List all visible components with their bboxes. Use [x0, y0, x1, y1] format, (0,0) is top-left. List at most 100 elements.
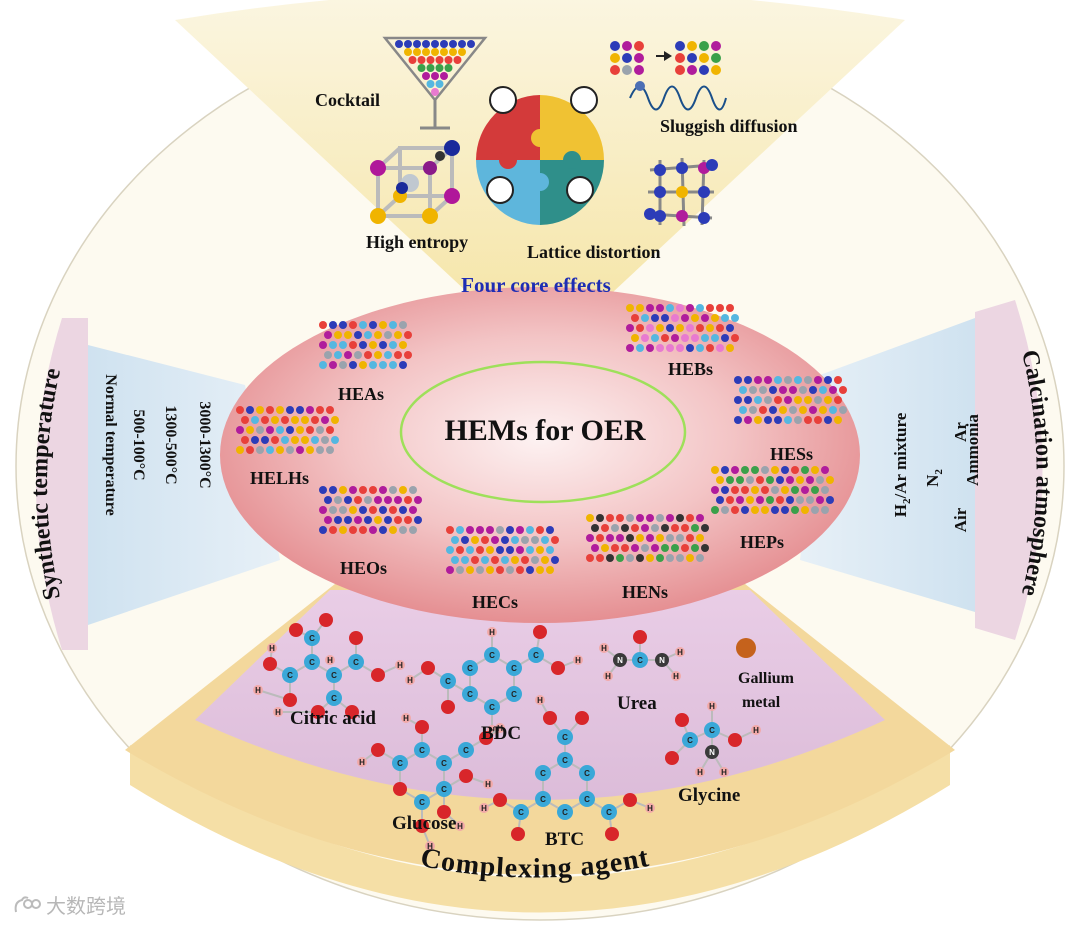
grid-atom [251, 416, 259, 424]
grid-atom [246, 426, 254, 434]
grid-atom [236, 406, 244, 414]
grid-atom [506, 526, 514, 534]
grid-atom [511, 536, 519, 544]
grid-atom [771, 506, 779, 514]
grid-atom [736, 496, 744, 504]
cocktail-ball [453, 56, 462, 64]
atom-o [511, 827, 525, 841]
cocktail-ball [440, 48, 448, 56]
grid-atom [319, 321, 327, 329]
cocktail-glass-icon [382, 36, 488, 130]
cocktail-ball [431, 40, 439, 48]
grid-atom [766, 476, 774, 484]
diffusion-ball [610, 53, 620, 63]
heas-grid [319, 321, 412, 369]
atm-line-ar: Ar [951, 422, 970, 442]
grid-atom [636, 534, 644, 542]
grid-atom [794, 376, 802, 384]
grid-atom [354, 331, 362, 339]
grid-atom [369, 321, 377, 329]
grid-atom [506, 546, 514, 554]
atom-label: H [677, 648, 683, 657]
atom-label: C [584, 795, 590, 804]
grid-atom [329, 341, 337, 349]
grid-atom [306, 446, 314, 454]
grid-atom [761, 466, 769, 474]
grid-atom [726, 496, 734, 504]
cocktail-ball [444, 56, 453, 64]
diffusion-ball [622, 65, 632, 75]
grid-atom [354, 516, 362, 524]
agent-label-glycine: Glycine [678, 785, 740, 806]
grid-atom [731, 334, 739, 342]
grid-atom [819, 406, 827, 414]
grid-atom [491, 556, 499, 564]
grid-atom [611, 524, 619, 532]
grid-atom [696, 534, 704, 542]
grid-atom [796, 476, 804, 484]
atom-label: H [427, 842, 433, 851]
grid-atom [839, 406, 847, 414]
grid-atom [779, 406, 787, 414]
cocktail-ball [422, 40, 430, 48]
grid-atom [686, 534, 694, 542]
grid-atom [384, 516, 392, 524]
agent-label-glucose: Glucose [392, 813, 456, 834]
cocktail-ball [440, 72, 448, 80]
grid-atom [591, 524, 599, 532]
diffusion-ball [711, 41, 721, 51]
grid-atom [286, 446, 294, 454]
grid-atom [626, 514, 634, 522]
grid-atom [676, 344, 684, 352]
grid-atom [661, 334, 669, 342]
center-ring [399, 360, 687, 504]
atom-o [289, 623, 303, 637]
grid-atom [496, 566, 504, 574]
grid-atom [809, 386, 817, 394]
lattice-ball [654, 210, 666, 222]
grid-atom [329, 361, 337, 369]
atom-o [283, 693, 297, 707]
grid-atom [481, 556, 489, 564]
lattice-ball [654, 164, 666, 176]
grid-atom [636, 324, 644, 332]
lattice-ball [698, 186, 710, 198]
grid-atom [711, 466, 719, 474]
grid-atom [379, 486, 387, 494]
grid-atom [521, 556, 529, 564]
grid-atom [701, 524, 709, 532]
grid-atom [826, 496, 834, 504]
grid-atom [311, 436, 319, 444]
atom-label: H [673, 672, 679, 681]
atom-label: H [753, 726, 759, 735]
cocktail-ball [449, 48, 457, 56]
atom-o [459, 769, 473, 783]
atom-label: H [697, 768, 703, 777]
grid-atom [349, 361, 357, 369]
watermark-text: 大数跨境 [46, 894, 126, 918]
grid-atom [349, 321, 357, 329]
atom-h [267, 643, 277, 653]
cocktail-ball [444, 64, 453, 72]
cocktail-ball [404, 48, 412, 56]
atom-label: C [687, 736, 693, 745]
grid-atom [241, 416, 249, 424]
atom-h [719, 767, 729, 777]
grid-atom [404, 516, 412, 524]
grid-atom [691, 334, 699, 342]
grid-atom [389, 526, 397, 534]
grid-atom [744, 396, 752, 404]
grid-atom [271, 436, 279, 444]
grid-atom [666, 304, 674, 312]
grid-atom [661, 314, 669, 322]
atom-label: C [709, 726, 715, 735]
atom-c [704, 722, 720, 738]
atom-c [440, 673, 456, 689]
atom-label: N [659, 656, 665, 665]
grid-atom [521, 536, 529, 544]
atom-h [325, 655, 335, 665]
diffusion-ball [634, 41, 644, 51]
cocktail-ball [422, 72, 430, 80]
grid-atom [671, 334, 679, 342]
grid-atom [804, 376, 812, 384]
